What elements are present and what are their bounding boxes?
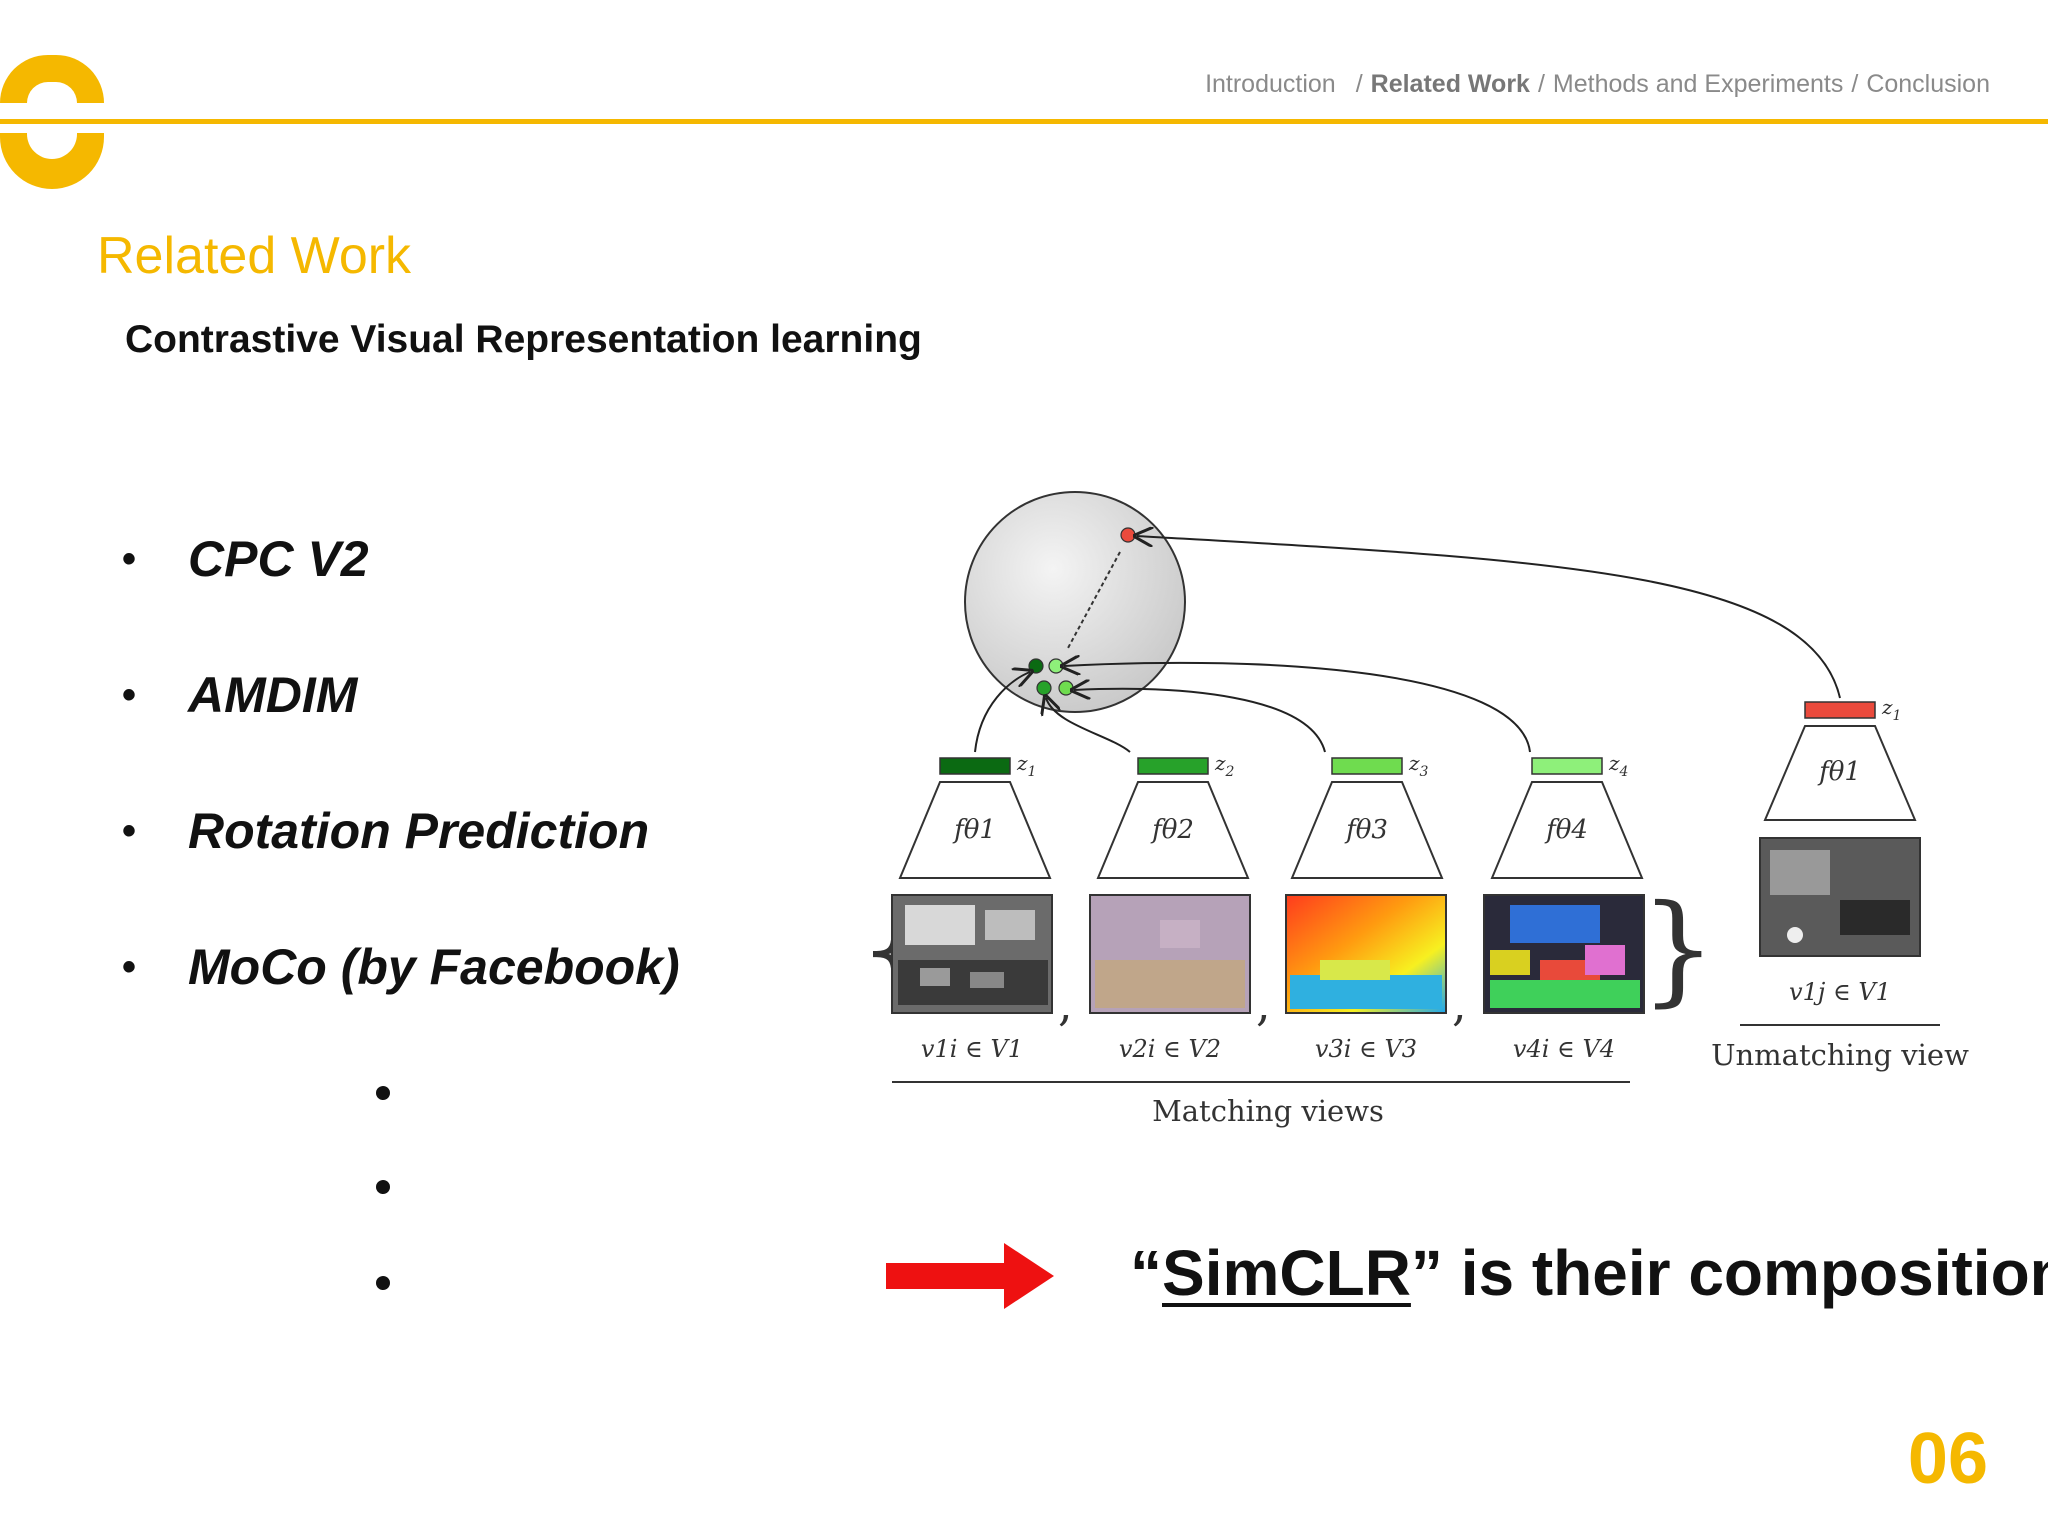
slide-subtitle: Contrastive Visual Representation learni… — [125, 318, 922, 361]
view-caption: v1i ∈ V1 — [921, 1035, 1023, 1063]
page-number: 06 — [1907, 1419, 1988, 1499]
embedding-bar-4 — [1531, 757, 1603, 775]
bullet-item: • AMDIM — [122, 666, 357, 724]
breadcrumb-separator: / — [1355, 70, 1363, 98]
encoder-unmatching — [1763, 725, 1917, 821]
continuation-dot — [376, 1086, 390, 1100]
arrow-view-1 — [974, 672, 1030, 753]
encoder-label: fθ3 — [1344, 815, 1388, 845]
breadcrumb-separator: / — [1537, 70, 1545, 98]
embedding-point-3 — [1036, 680, 1052, 696]
bullet-text: MoCo (by Facebook) — [188, 939, 680, 995]
arrow-unmatching — [1137, 536, 1841, 699]
view-caption: v4i ∈ V4 — [1513, 1035, 1615, 1063]
view-caption: v2i ∈ V2 — [1119, 1035, 1221, 1063]
embedding-point-4 — [1058, 680, 1074, 696]
header-divider — [0, 119, 2048, 124]
bullet-item: • Rotation Prediction — [122, 802, 649, 860]
bullet-marker: • — [122, 536, 137, 581]
matching-views-label: Matching views — [1152, 1094, 1384, 1128]
bullet-item: • CPC V2 — [122, 530, 369, 588]
embedding-point-2 — [1048, 658, 1064, 674]
bullet-marker: • — [122, 808, 137, 853]
embedding-sphere — [964, 491, 1186, 713]
z-label: z4 — [1608, 751, 1628, 780]
bullet-text: AMDIM — [188, 667, 358, 723]
encoder-3 — [1290, 781, 1444, 879]
bullet-text: CPC V2 — [188, 531, 369, 587]
bullet-marker: • — [122, 672, 137, 717]
breadcrumb-related-work[interactable]: Related Work — [1370, 70, 1530, 98]
bullet-text: Rotation Prediction — [188, 803, 650, 859]
bullet-item: • MoCo (by Facebook) — [122, 938, 680, 996]
encoder-label: fθ2 — [1150, 815, 1194, 845]
view-image-unmatching — [1759, 837, 1921, 957]
logo-bottom-arc — [0, 133, 104, 189]
embedding-bar-2 — [1137, 757, 1209, 775]
continuation-dot — [376, 1180, 390, 1194]
comma: , — [1256, 977, 1271, 1031]
arrow-view-4 — [1064, 663, 1531, 753]
embedding-bar-3 — [1331, 757, 1403, 775]
contrastive-views-diagram: z1 z2 z3 z4 z1 fθ1 fθ2 fθ3 fθ4 fθ1 { } — [858, 491, 1969, 1128]
z-label: z2 — [1214, 751, 1235, 780]
breadcrumb-conclusion[interactable]: Conclusion — [1866, 70, 1990, 98]
section-title: Related Work — [97, 227, 412, 285]
view-caption: v1j ∈ V1 — [1789, 978, 1891, 1006]
view-image-segmentation — [1483, 894, 1645, 1014]
comma: , — [1452, 977, 1467, 1031]
simclr-highlight: SimCLR — [1162, 1237, 1411, 1309]
embedding-point-1 — [1028, 658, 1044, 674]
encoder-label: fθ1 — [1817, 757, 1861, 787]
view-image-surface-normals — [1089, 894, 1251, 1014]
arrow-view-2 — [1046, 698, 1131, 753]
negative-embedding-point — [1120, 527, 1136, 543]
z-label: z1 — [1016, 751, 1036, 780]
unmatching-view-label: Unmatching view — [1711, 1038, 1969, 1072]
brace-right: } — [1640, 880, 1716, 1019]
comma: , — [1058, 977, 1073, 1031]
open-quote: “ — [1130, 1237, 1162, 1309]
encoder-4 — [1490, 781, 1644, 879]
encoder-label: fθ4 — [1544, 815, 1588, 845]
breadcrumb-separator: / — [1851, 70, 1859, 98]
view-image-grayscale — [891, 894, 1053, 1014]
continuation-dot — [376, 1276, 390, 1290]
encoder-label: fθ1 — [952, 815, 996, 845]
encoder-2 — [1096, 781, 1250, 879]
arrow-view-3 — [1074, 689, 1326, 753]
red-arrow-icon — [886, 1243, 1054, 1309]
view-image-depth — [1285, 894, 1447, 1014]
z-label: z1 — [1881, 695, 1901, 724]
conclusion-text: “SimCLR” is their composition! — [1130, 1236, 2048, 1310]
breadcrumb-introduction[interactable]: Introduction — [1205, 70, 1336, 98]
embedding-bar-unmatching — [1804, 701, 1876, 719]
embedding-bar-1 — [939, 757, 1011, 775]
breadcrumb-methods-experiments[interactable]: Methods and Experiments — [1552, 70, 1844, 98]
view-caption: v3i ∈ V3 — [1315, 1035, 1417, 1063]
logo-top-arc — [0, 55, 104, 103]
encoder-1 — [898, 781, 1052, 879]
z-label: z3 — [1408, 751, 1429, 780]
conclusion-rest: ” is their composition! — [1410, 1237, 2048, 1309]
breadcrumb: Introduction / Related Work / Methods an… — [1205, 70, 1990, 99]
bullet-marker: • — [122, 944, 137, 989]
